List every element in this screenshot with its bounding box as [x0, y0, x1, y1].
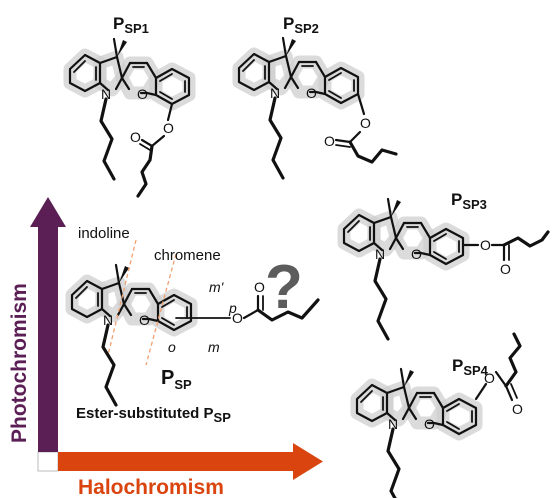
- atom-o: O: [411, 246, 422, 262]
- y-axis-arrow: [38, 226, 58, 452]
- atom-o: O: [360, 115, 371, 131]
- label-psp-generic: PSP: [161, 367, 192, 392]
- atom-n: N: [103, 312, 113, 328]
- pos-m-label: m: [208, 339, 220, 355]
- pos-p-label: p: [228, 300, 237, 316]
- atom-o: O: [324, 133, 335, 149]
- atom-o: O: [500, 261, 511, 277]
- atom-o: O: [254, 279, 265, 295]
- atom-o: O: [163, 120, 174, 136]
- molecule-psp3: PSP3 N O O O: [344, 190, 550, 339]
- label-psp3: PSP3: [451, 190, 487, 212]
- atom-n: N: [388, 416, 398, 432]
- atom-o: O: [139, 312, 150, 328]
- pos-o-label: o: [168, 339, 176, 355]
- caption: Ester-substituted PSP: [76, 405, 231, 425]
- molecule-psp4: PSP4 N O O O: [357, 332, 523, 498]
- atom-o: O: [130, 129, 141, 145]
- molecule-psp-generic: N O O O indoline chromene o m p m' ? PSP…: [72, 225, 320, 425]
- molecule-psp2: PSP2 N O O O: [239, 14, 398, 178]
- indoline-label: indoline: [78, 225, 130, 242]
- label-psp1: PSP1: [113, 14, 149, 36]
- molecule-psp1: PSP1 N O O O: [70, 14, 189, 198]
- atom-n: N: [375, 246, 385, 262]
- atom-o: O: [137, 86, 148, 102]
- axes-origin: [37, 451, 59, 472]
- atom-o: O: [306, 85, 317, 101]
- question-mark: ?: [265, 253, 303, 322]
- axes: Photochromism Halochromism: [8, 197, 323, 498]
- atom-o: O: [484, 370, 495, 386]
- chromene-divider: [145, 253, 177, 366]
- atom-o: O: [232, 310, 243, 326]
- atom-o: O: [512, 401, 523, 417]
- y-axis-arrowhead: [30, 197, 66, 227]
- atom-n: N: [270, 85, 280, 101]
- label-psp2: PSP2: [283, 14, 319, 36]
- atom-o: O: [424, 416, 435, 432]
- x-axis-label: Halochromism: [78, 476, 224, 498]
- pos-m-prime-label: m': [209, 279, 225, 295]
- atom-o: O: [480, 237, 491, 253]
- y-axis-label: Photochromism: [8, 283, 31, 443]
- indoline-divider: [107, 239, 137, 356]
- chromene-label: chromene: [154, 247, 221, 264]
- x-axis-arrowhead: [293, 443, 323, 480]
- atom-n: N: [101, 86, 111, 102]
- x-axis-arrow: [58, 452, 294, 471]
- label-psp4: PSP4: [452, 356, 489, 378]
